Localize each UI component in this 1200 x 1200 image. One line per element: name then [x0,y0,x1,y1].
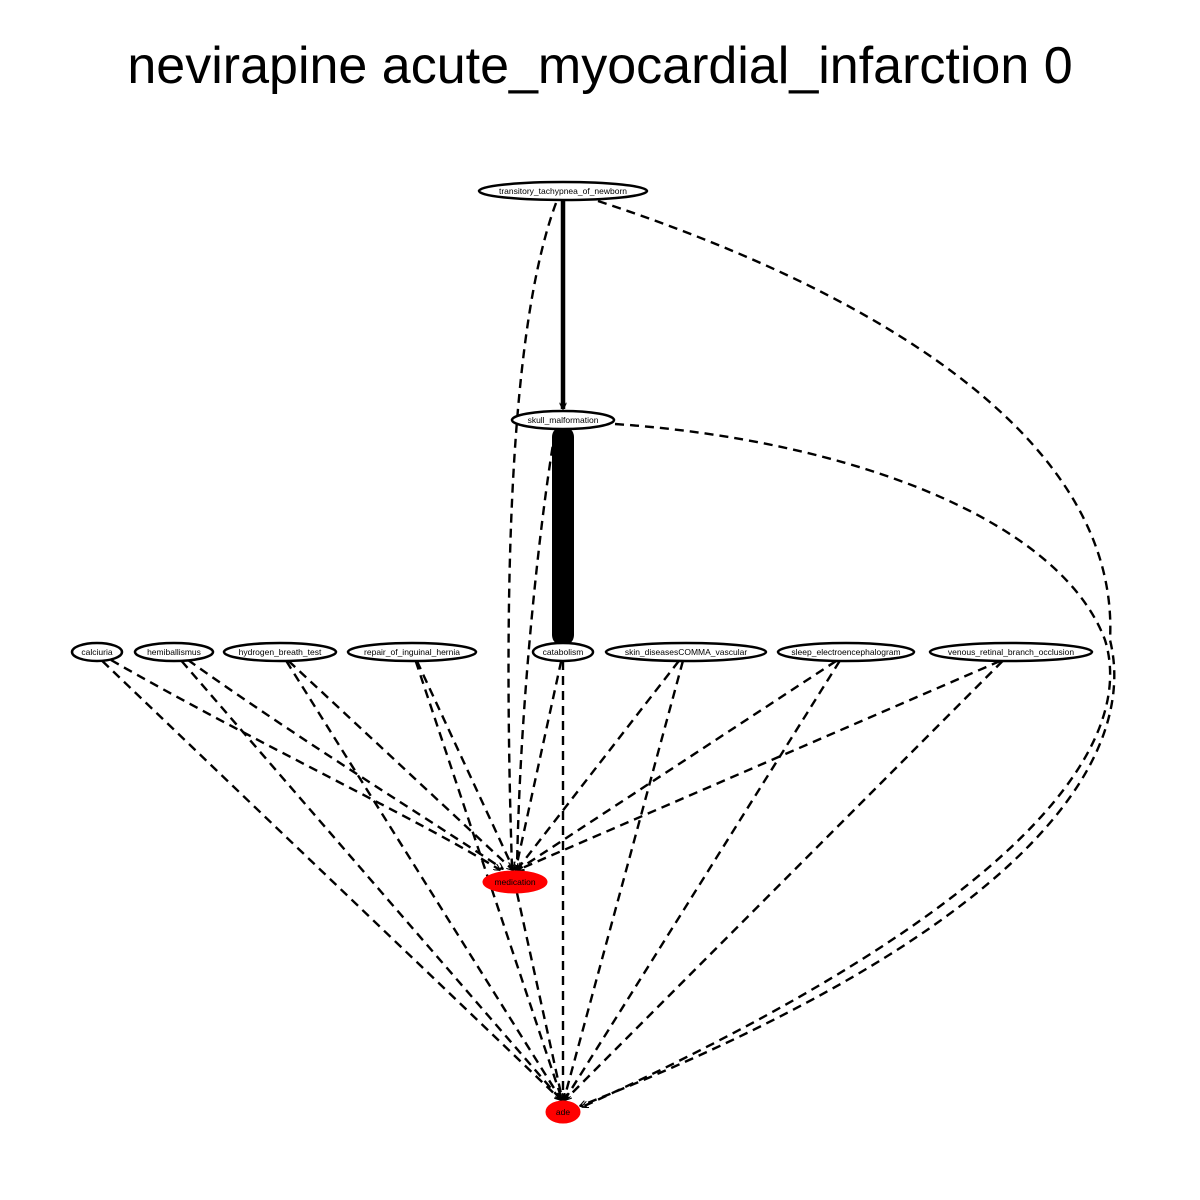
edge-calciuria-to-ade [101,660,561,1100]
node-hydrogen_breath_test: hydrogen_breath_test [222,641,338,663]
node-label: skull_malformation [528,415,599,425]
edge-sleep_electroencephalogram-to-medication [518,659,837,870]
edge-sleep_electroencephalogram-to-ade [565,660,841,1100]
edge-skin_diseasesCOMMA_vascular-to-ade [564,660,685,1100]
diagram-title: nevirapine acute_myocardial_infarction 0 [127,37,1073,95]
edge-catabolism-to-medication [516,660,563,870]
node-sleep_electroencephalogram: sleep_electroencephalogram [776,641,916,663]
edge-hemiballismus-to-medication [187,659,503,869]
node-transitory_tachypnea_of_newborn: transitory_tachypnea_of_newborn [477,180,649,202]
node-catabolism: catabolism [531,641,595,663]
node-label: medication [494,877,535,887]
node-shape [133,641,215,663]
edge-transitory_tachypnea_of_newborn-to-ade [580,199,1116,1106]
node-shape [776,641,916,663]
node-shape [928,641,1094,663]
node-medication: medication [482,870,548,894]
node-shape [477,180,649,202]
node-ade: ade [545,1100,581,1124]
node-shape [70,641,124,663]
node-shape [545,1100,581,1124]
node-shape [482,870,548,894]
edge-skull_malformation-to-ade [582,422,1112,1107]
node-shape [510,409,616,431]
edge-venous_retinal_branch_occlusion-to-medication [518,659,1001,870]
edge-repair_of_inguinal_hernia-to-medication [415,660,515,870]
node-label: skin_diseasesCOMMA_vascular [625,647,748,657]
node-skull_malformation: skull_malformation [510,409,616,431]
node-label: sleep_electroencephalogram [791,647,900,657]
node-layer: transitory_tachypnea_of_newborn skull_mal… [70,180,1094,1124]
node-shape [604,641,768,663]
node-shape [531,641,595,663]
edge-hydrogen_breath_test-to-medication [287,660,513,870]
node-label: ade [556,1107,570,1117]
node-shape [346,641,478,663]
node-label: transitory_tachypnea_of_newborn [499,186,627,196]
edge-hydrogen_breath_test-to-ade [285,660,561,1100]
node-calciuria: calciuria [70,641,124,663]
node-venous_retinal_branch_occlusion: venous_retinal_branch_occlusion [928,641,1094,663]
edge-venous_retinal_branch_occlusion-to-ade [565,660,1004,1100]
node-label: venous_retinal_branch_occlusion [948,647,1074,657]
node-shape [222,641,338,663]
edge-medication-to-ade [515,892,562,1100]
node-label: calciuria [81,647,112,657]
edge-layer [101,199,1116,1107]
node-repair_of_inguinal_hernia: repair_of_inguinal_hernia [346,641,478,663]
edge-transitory_tachypnea_of_newborn-to-medication [507,202,558,868]
node-label: repair_of_inguinal_hernia [364,647,460,657]
edge-calciuria-to-medication [110,658,500,870]
node-label: hydrogen_breath_test [239,647,322,657]
node-skin_diseasesCOMMA_vascular: skin_diseasesCOMMA_vascular [604,641,768,663]
node-label: catabolism [543,647,584,657]
edge-hemiballismus-to-ade [180,660,561,1100]
node-hemiballismus: hemiballismus [133,641,215,663]
node-label: hemiballismus [147,647,201,657]
